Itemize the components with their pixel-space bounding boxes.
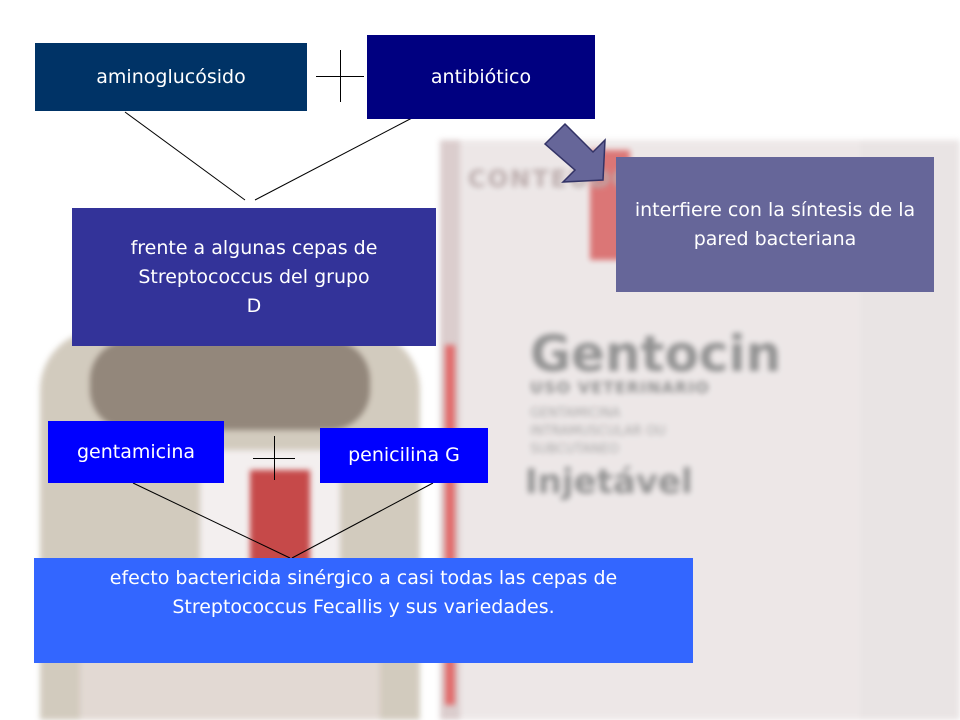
bg-composition-1: GENTAMICINA	[530, 406, 621, 421]
box-result-top: frente a algunas cepas de Streptococcus …	[72, 208, 436, 346]
connector-bottom-right	[291, 482, 434, 559]
plus-icon-bottom	[253, 436, 295, 480]
box-aminoglucosido: aminoglucósido	[35, 43, 307, 111]
box-note: interfiere con la síntesis de la pared b…	[616, 157, 934, 292]
bg-composition-2: INTRAMUSCULAR OU	[530, 424, 666, 439]
bg-form: Injetável	[525, 462, 693, 502]
box-gentamicina: gentamicina	[48, 421, 224, 483]
box-penicilina: penicilina G	[320, 428, 488, 483]
bg-subtitle: USO VETERINARIO	[530, 378, 710, 397]
connector-top-right	[254, 117, 413, 201]
bg-box-label: CONTEÚDO	[468, 165, 635, 193]
bg-composition-3: SUBCUTANEO	[530, 442, 620, 457]
plus-icon-top	[316, 50, 364, 102]
connector-bottom-left	[132, 482, 291, 559]
box-result-bottom: efecto bactericida sinérgico a casi toda…	[34, 558, 693, 663]
connector-top-left	[124, 111, 246, 201]
box-antibiotico: antibiótico	[367, 35, 595, 119]
bg-brand: Gentocin	[530, 325, 782, 383]
arrow-to-note	[543, 122, 606, 183]
